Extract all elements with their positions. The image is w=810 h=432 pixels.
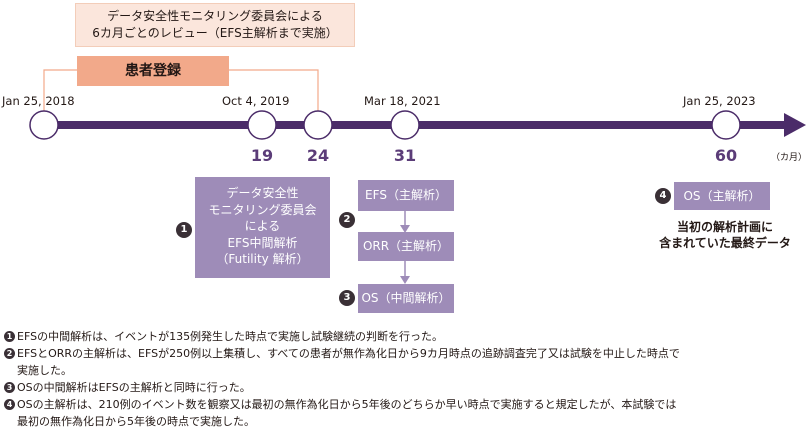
- footnote-text-4: OSの主解析は、210例のイベント数を観察又は最初の無作為化日から5年後のどちら…: [17, 398, 677, 428]
- final-data-note: 当初の解析計画に 含まれていた最終データ: [640, 219, 810, 251]
- os-primary-box: OS（主解析）: [674, 182, 770, 210]
- month-31: 31: [393, 146, 417, 165]
- footnote-3: 3 OSの中間解析はEFSの主解析と同時に行った。: [4, 379, 808, 396]
- footnote-1: 1 EFSの中間解析は、イベントが135例発生した時点で実施し試験継続の判断を行…: [4, 328, 808, 345]
- month-24: 24: [306, 146, 330, 165]
- a1-line4: EFS中間解析: [227, 235, 298, 250]
- final-note-line1: 当初の解析計画に: [676, 220, 773, 234]
- footnote-badge-1: 1: [4, 331, 15, 342]
- month-unit-label: （カ月）: [771, 153, 808, 163]
- orr-primary-box: ORR（主解析）: [358, 232, 454, 261]
- month-60: 60: [714, 146, 738, 165]
- footnote-badge-3: 3: [4, 382, 15, 393]
- a1-line2: モニタリング委員会: [208, 202, 317, 217]
- footnote-text-1: EFSの中間解析は、イベントが135例発生した時点で実施し試験継続の判断を行った…: [17, 330, 444, 343]
- month-19: 19: [250, 146, 274, 165]
- dmc-review-box: データ安全性モニタリング委員会による 6カ月ごとのレビュー（EFS主解析まで実施…: [75, 3, 355, 47]
- dmc-review-line2: 6カ月ごとのレビュー（EFS主解析まで実施）: [92, 26, 338, 40]
- registration-bracket: [43, 69, 77, 114]
- registration-bracket-end: [229, 69, 319, 114]
- footnote-text-3: OSの中間解析はEFSの主解析と同時に行った。: [17, 381, 251, 394]
- footnote-2: 2 EFSとORRの主解析は、EFSが250例以上集積し、すべての患者が無作為化…: [4, 345, 808, 379]
- date-start: Jan 25, 2018: [2, 94, 75, 108]
- badge-2: 2: [339, 212, 355, 228]
- milestone-circle-19: [247, 110, 277, 140]
- footnote-badge-2: 2: [4, 348, 15, 359]
- a1-line1: データ安全性: [226, 186, 299, 200]
- date-31: Mar 18, 2021: [364, 94, 441, 108]
- arrow-orr-to-os-head: [400, 276, 410, 284]
- milestone-circle-31: [390, 110, 420, 140]
- timeline-arrowhead: [784, 113, 806, 137]
- footnotes: 1 EFSの中間解析は、イベントが135例発生した時点で実施し試験継続の判断を行…: [4, 328, 808, 430]
- arrow-efs-to-orr-head: [400, 225, 410, 233]
- final-note-line2: 含まれていた最終データ: [659, 236, 791, 250]
- a1-line5: （Futility 解析）: [216, 252, 309, 266]
- efs-primary-box: EFS（主解析）: [358, 180, 454, 211]
- a1-line3: による: [244, 219, 281, 233]
- footnote-text-2: EFSとORRの主解析は、EFSが250例以上集積し、すべての患者が無作為化日か…: [17, 347, 680, 377]
- date-19: Oct 4, 2019: [222, 94, 290, 108]
- badge-4: 4: [655, 188, 671, 204]
- efs-interim-analysis-box: データ安全性 モニタリング委員会 による EFS中間解析 （Futility 解…: [195, 177, 330, 278]
- milestone-circle-60: [711, 110, 741, 140]
- milestone-circle-24: [303, 110, 333, 140]
- badge-3: 3: [339, 290, 355, 306]
- date-60: Jan 25, 2023: [683, 94, 756, 108]
- os-interim-box: OS（中間解析）: [358, 284, 454, 313]
- milestone-circle-start: [29, 110, 59, 140]
- badge-1: 1: [176, 222, 192, 238]
- dmc-review-line1: データ安全性モニタリング委員会による: [107, 9, 323, 23]
- registration-box: 患者登録: [77, 56, 229, 86]
- footnote-badge-4: 4: [4, 399, 15, 410]
- timeline-graphic: [29, 69, 806, 284]
- footnote-4: 4 OSの主解析は、210例のイベント数を観察又は最初の無作為化日から5年後のど…: [4, 396, 808, 430]
